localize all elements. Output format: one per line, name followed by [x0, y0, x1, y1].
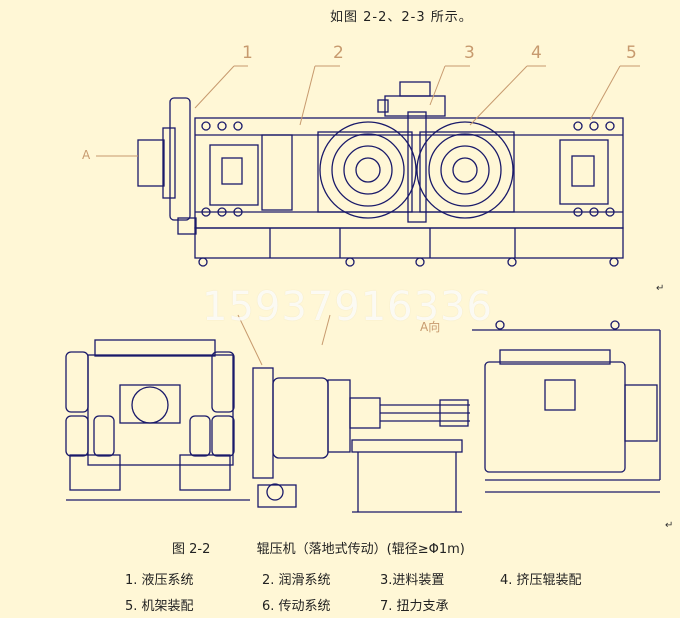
view-a-section-label: A向 — [420, 320, 441, 334]
press-body-front — [87, 354, 234, 466]
legend-item-5: 5. 机架装配 — [125, 599, 194, 614]
callout-1: 1 — [242, 43, 253, 63]
view-a-label: A — [82, 148, 91, 162]
torque-support — [252, 367, 274, 479]
callout-3: 3 — [464, 43, 475, 63]
fixed-roller — [319, 121, 417, 219]
legend-item-1: 1. 液压系统 — [125, 573, 194, 588]
callout-5: 5 — [626, 43, 637, 63]
gearbox — [272, 377, 329, 459]
callout-4: 4 — [531, 43, 542, 63]
valve-block — [137, 139, 165, 187]
movable-roller — [416, 121, 514, 219]
legend-item-4: 4. 挤压辊装配 — [500, 573, 582, 588]
legend-item-3: 3.进料装置 — [380, 573, 445, 588]
legend-item-7: 7. 扭力支承 — [380, 599, 449, 614]
return-mark: ↵ — [656, 283, 665, 294]
return-mark: ↵ — [665, 520, 674, 531]
feed-device — [384, 95, 446, 117]
legend-item-6: 6. 传动系统 — [262, 599, 331, 614]
figure-title: 辊压机（落地式传动）(辊径≥Φ1m) — [256, 542, 465, 557]
motor — [484, 361, 626, 473]
hydraulic-cylinder-top — [169, 97, 191, 221]
leader-lines — [96, 65, 640, 366]
callout-2: 2 — [333, 43, 344, 63]
figure-number: 图 2-2 — [172, 542, 211, 557]
intro-text: 如图 2-2、2-3 所示。 — [330, 10, 473, 25]
figure-caption: 图 2-2 辊压机（落地式传动）(辊径≥Φ1m) — [172, 538, 465, 557]
legend-item-2: 2. 润滑系统 — [262, 573, 331, 588]
base-frame — [194, 227, 624, 259]
phone-watermark: 15937916336 — [202, 284, 493, 330]
